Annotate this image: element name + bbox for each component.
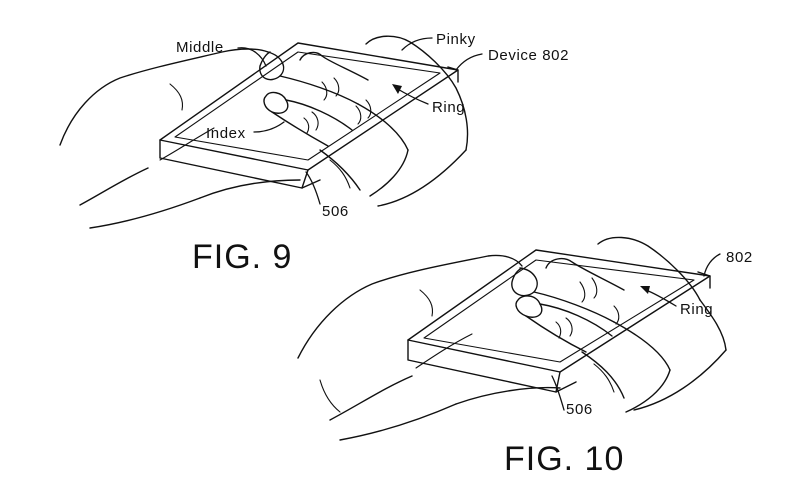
lead-ring <box>396 88 428 104</box>
figure-caption: FIG. 10 <box>504 440 624 478</box>
label-device: 802 <box>726 249 753 266</box>
label-index: Index <box>206 125 246 142</box>
lead-index <box>254 122 284 132</box>
hand <box>298 237 726 440</box>
label-ref-506: 506 <box>566 401 593 418</box>
label-device: Device 802 <box>488 47 569 64</box>
device-slab <box>408 250 710 392</box>
label-ref-506: 506 <box>322 203 349 220</box>
device-slab <box>160 43 458 188</box>
label-pinky: Pinky <box>436 31 476 48</box>
figure-10: 802 Ring 506 FIG. 10 <box>298 237 753 478</box>
hand <box>60 36 468 228</box>
lead-device <box>704 254 720 276</box>
label-ring: Ring <box>680 301 713 318</box>
lead-506 <box>306 172 320 204</box>
arrow-ring <box>392 84 402 94</box>
lead-device <box>456 54 482 70</box>
label-ring: Ring <box>432 99 465 116</box>
arrow-ring <box>640 286 650 294</box>
fig10-leaders <box>552 254 720 410</box>
label-middle: Middle <box>176 39 224 56</box>
lead-ring <box>646 290 676 306</box>
figure-caption: FIG. 9 <box>192 238 292 276</box>
figure-9: Middle Pinky Device 802 Ring Index 506 F… <box>60 31 569 276</box>
